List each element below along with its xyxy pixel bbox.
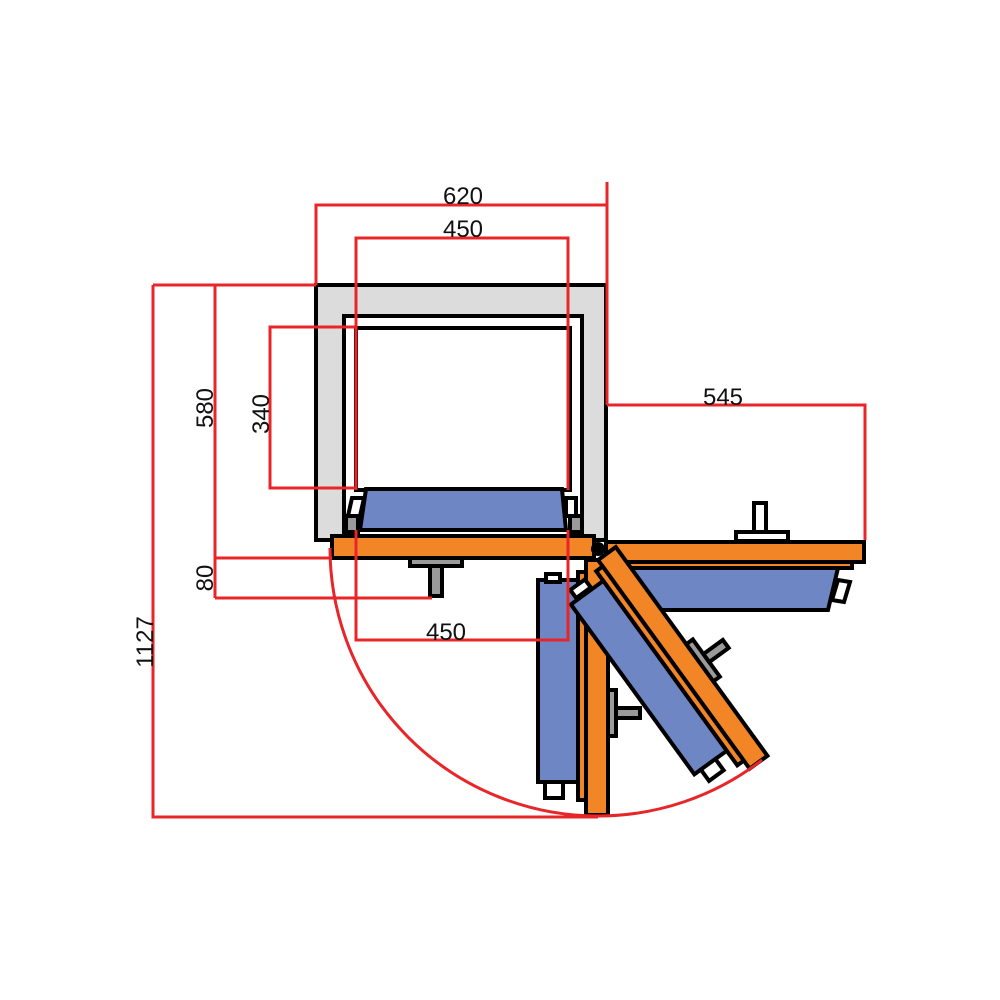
dim-1127: [151, 283, 598, 819]
dim-545: [607, 403, 867, 540]
label-1127: 1127: [132, 616, 159, 668]
label-80: 80: [192, 565, 219, 592]
dim-450-bottom: [354, 530, 570, 642]
dim-620: [314, 182, 609, 405]
label-450-bottom: 450: [426, 619, 466, 646]
door-open-angled: [567, 544, 771, 784]
cabinet-tray: [344, 487, 584, 534]
label-620: 620: [443, 183, 483, 210]
dim-80: [215, 556, 432, 600]
dim-450-top: [354, 236, 570, 490]
dimension-lines: [151, 182, 867, 819]
label-340: 340: [248, 394, 275, 434]
dim-340: [268, 325, 356, 490]
door-swing-arc: [328, 547, 763, 818]
label-580: 580: [192, 388, 219, 428]
hinge-icon: [591, 542, 605, 556]
door-closed: [330, 534, 596, 598]
label-545: 545: [703, 384, 743, 411]
label-450-top: 450: [443, 216, 483, 243]
dim-580: [213, 283, 316, 598]
